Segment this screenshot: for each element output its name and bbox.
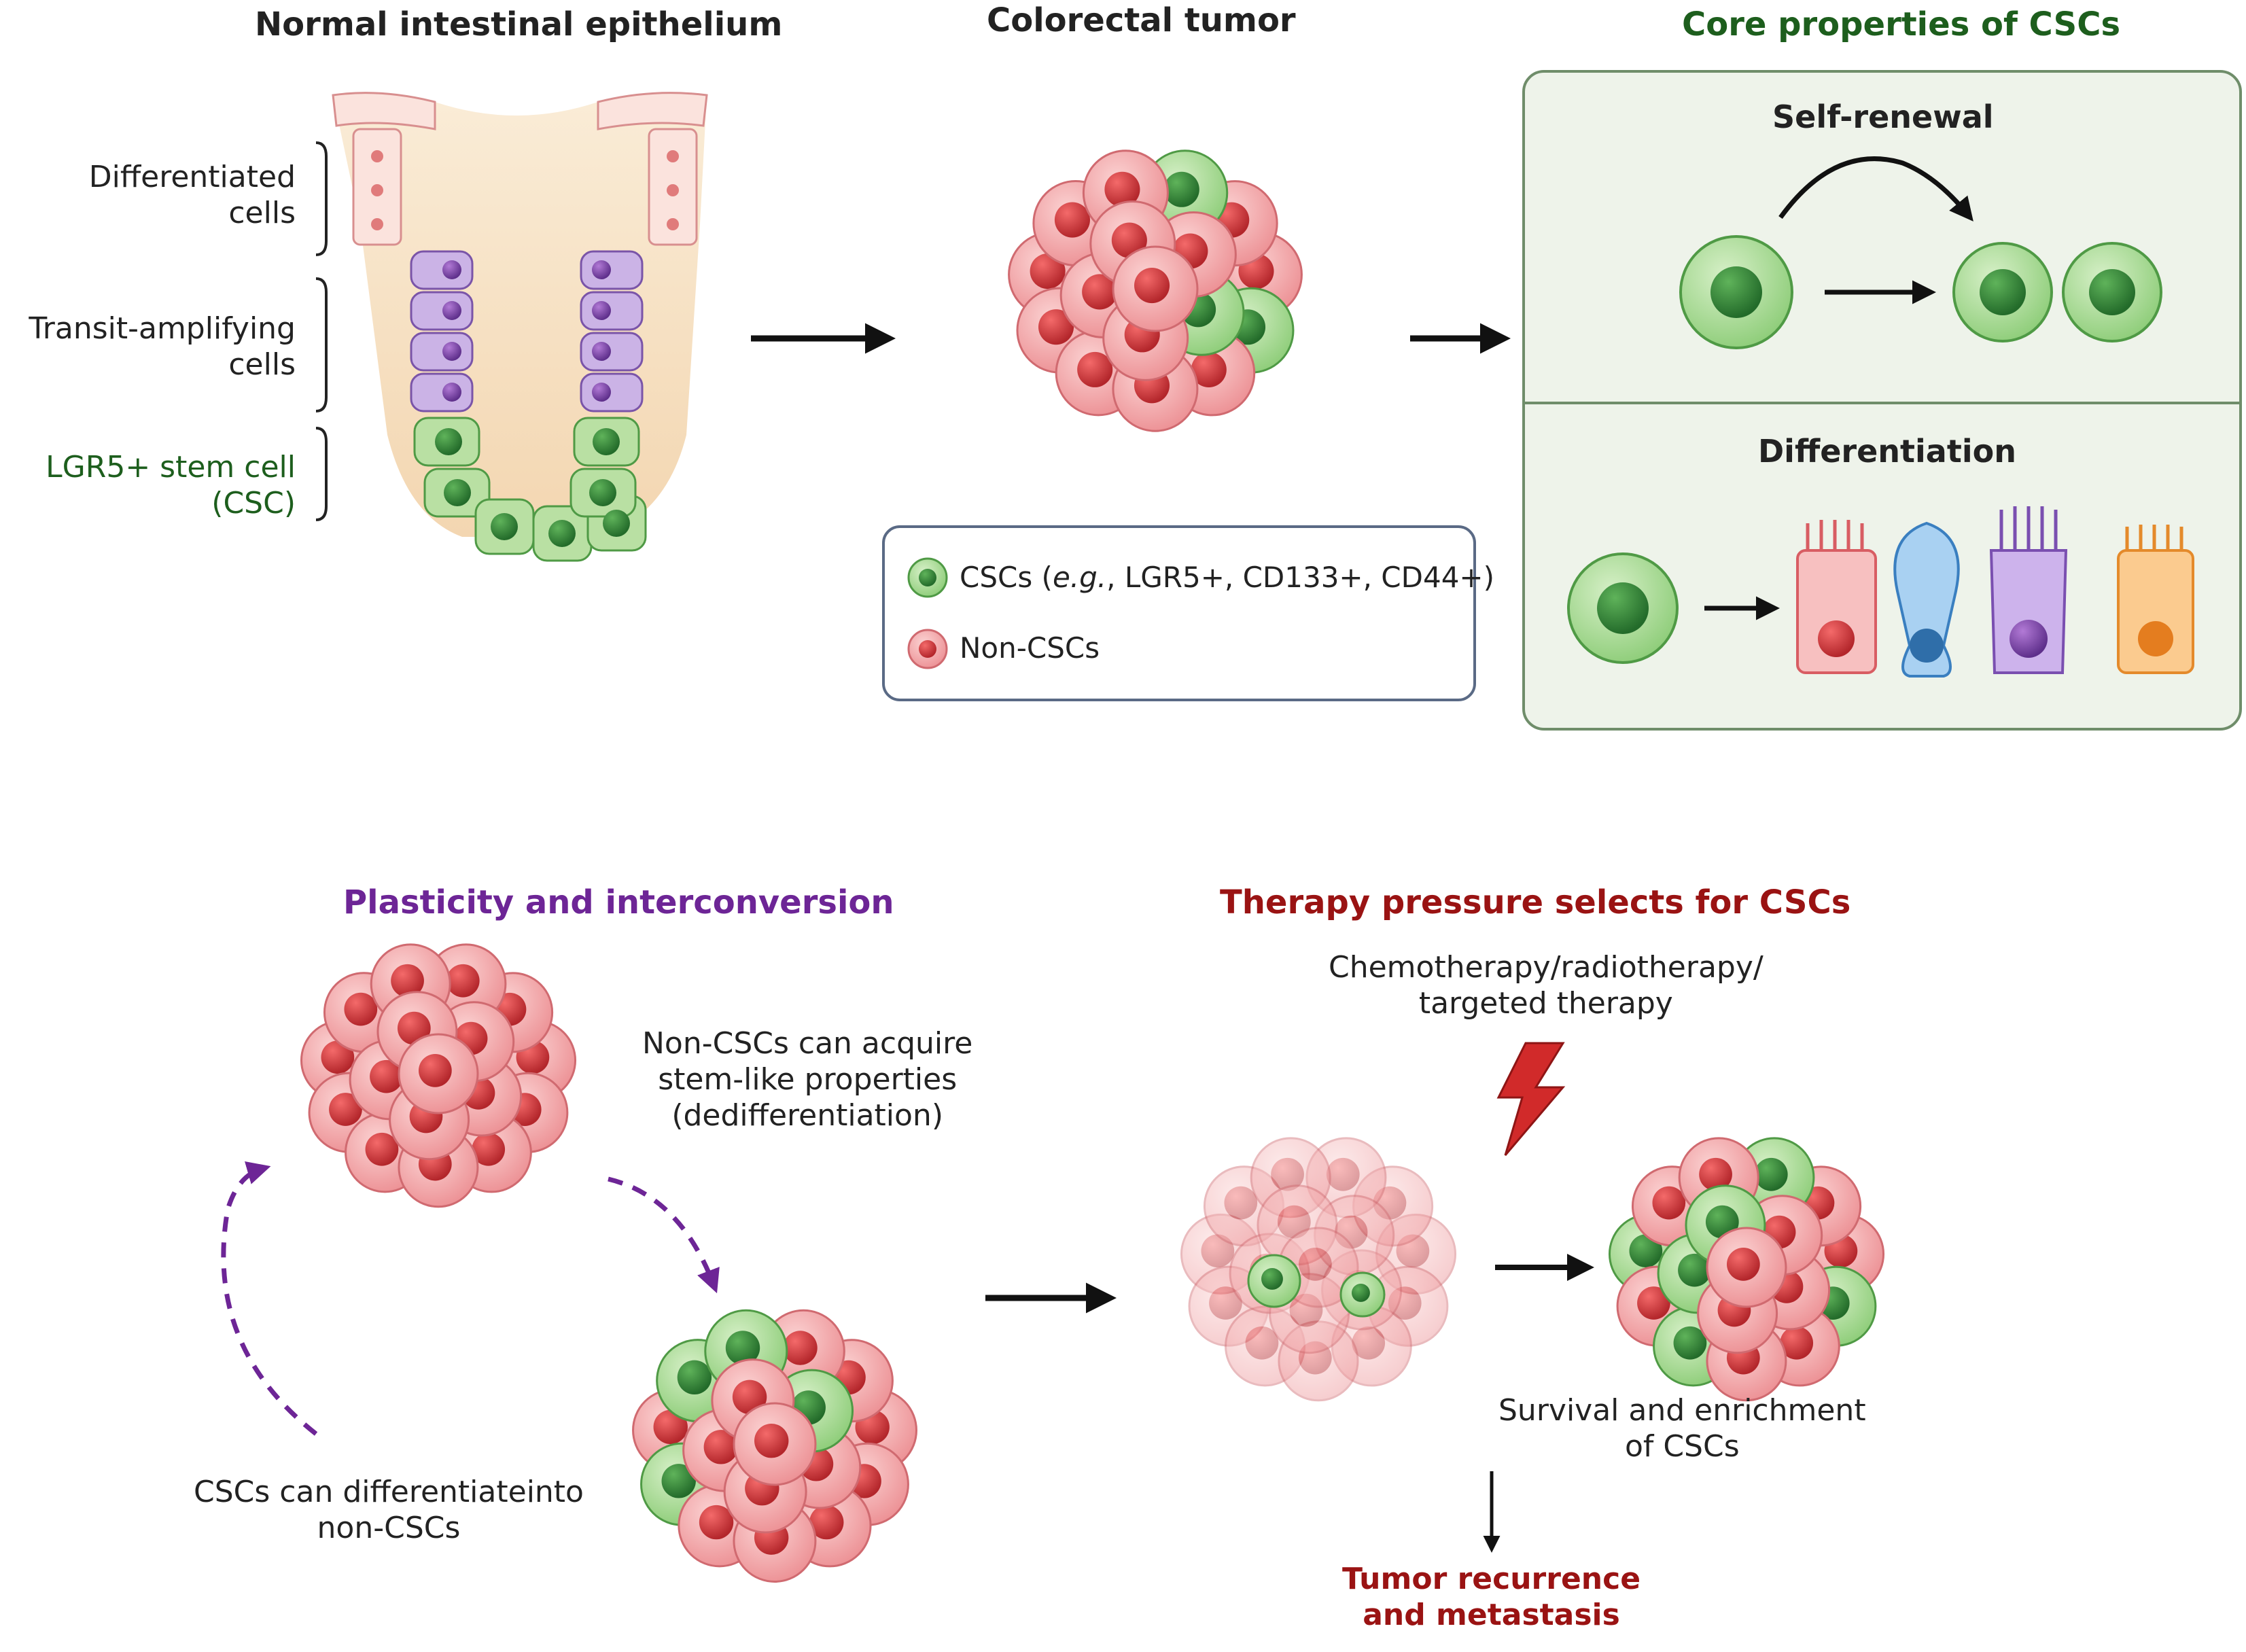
non-csc-cell xyxy=(1706,1227,1787,1308)
bracket-differentiated xyxy=(315,141,328,256)
self-renewal-daughter-cells xyxy=(1952,242,2162,342)
non-csc-cell xyxy=(1305,1137,1387,1218)
core-properties-title: Core properties of CSCs xyxy=(1682,5,2121,43)
non-csc-cell xyxy=(398,1033,479,1114)
dedifferentiation-dashed-arrow xyxy=(608,1176,720,1294)
tuft-cell xyxy=(1989,506,2068,674)
self-renewal-parent-cell xyxy=(1679,235,1793,349)
differentiation-source-cell xyxy=(1567,552,1679,664)
non-csc-cell xyxy=(733,1402,817,1486)
colorectal-tumor-cluster xyxy=(1008,150,1303,432)
csc-enriched-cluster xyxy=(1608,1137,1885,1402)
non-csc-cell xyxy=(1112,245,1199,332)
csc-cell xyxy=(1247,1254,1301,1308)
enterocyte-cell xyxy=(1796,520,1877,674)
bracket-transit xyxy=(315,277,328,412)
treated-tumor-cluster xyxy=(1180,1137,1457,1402)
enteroendocrine-cell xyxy=(2117,525,2194,674)
lgr5-stem-cell-layer xyxy=(413,417,647,562)
intestinal-crypt-illustration xyxy=(315,92,708,562)
self-renewal-curved-arrow xyxy=(1778,156,1973,222)
label-lgr5-stem-cell: LGR5+ stem cell(CSC) xyxy=(46,450,296,521)
therapy-title: Therapy pressure selects for CSCs xyxy=(1220,883,1851,921)
bracket-stem xyxy=(315,427,328,521)
legend-csc-label: CSCs (e.g., LGR5+, CD133+, CD44+) xyxy=(960,561,1494,594)
legend-non-csc-label: Non-CSCs xyxy=(960,631,1100,665)
self-renewal-label: Self-renewal xyxy=(1772,99,1994,135)
colorectal-tumor-title: Colorectal tumor xyxy=(987,1,1296,39)
goblet-cell xyxy=(1893,521,1960,678)
legend-box xyxy=(882,525,1476,701)
normal-epithelium-title: Normal intestinal epithelium xyxy=(255,5,783,43)
transit-amplifying-cell-layer xyxy=(410,250,644,412)
differentiation-label: Differentiation xyxy=(1758,433,2016,470)
non-csc-cluster xyxy=(300,943,577,1208)
mixed-tumor-cluster xyxy=(632,1309,917,1583)
therapy-lightning-icon xyxy=(1496,1042,1566,1156)
core-properties-panel xyxy=(1522,70,2242,731)
differentiation-dashed-arrow xyxy=(221,1161,318,1436)
therapy-agents-text: Chemotherapy/radiotherapy/targeted thera… xyxy=(1329,950,1764,1021)
plasticity-title: Plasticity and interconversion xyxy=(343,883,894,921)
csc-cell xyxy=(1339,1271,1386,1318)
